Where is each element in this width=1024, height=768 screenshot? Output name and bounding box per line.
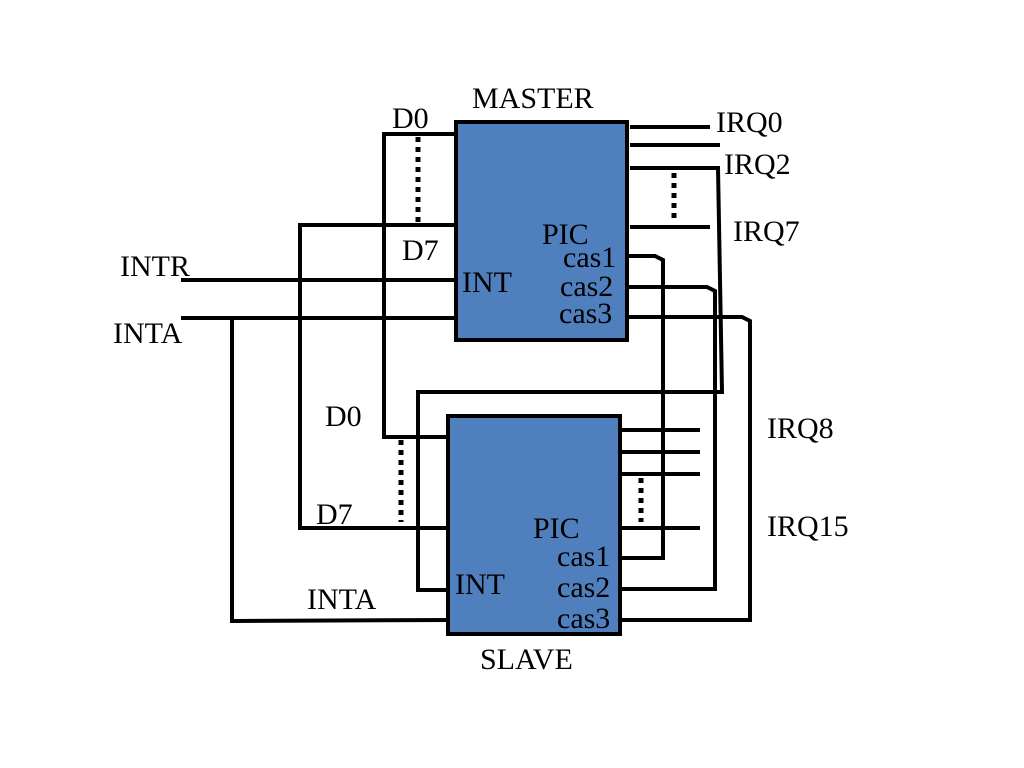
master-pic-box [454, 120, 629, 342]
d0-bus-wire [382, 132, 450, 439]
master-d7-label: D7 [402, 234, 439, 267]
slave-cas3-label: cas3 [557, 602, 610, 635]
inta-bus-wire [230, 316, 451, 624]
master-int-label: INT [462, 266, 512, 299]
cas1-wire [618, 254, 665, 560]
master-pic-label: PIC [542, 218, 589, 251]
inta-label: INTA [113, 317, 183, 350]
slave-pic-label: PIC [533, 512, 580, 545]
slave-title: SLAVE [480, 643, 573, 676]
irq8-label: IRQ8 [767, 412, 834, 445]
slave-pic-box [446, 414, 622, 636]
slave-int-label: INT [455, 568, 505, 601]
d7-bus-wire [298, 223, 450, 530]
slave-cas1-label: cas1 [557, 540, 610, 573]
cas3-wire [618, 315, 752, 622]
master-d0-label: D0 [392, 102, 429, 135]
slave-d0-label: D0 [325, 400, 362, 433]
irq2-label: IRQ2 [724, 148, 791, 181]
master-cas2-label: cas2 [560, 270, 613, 303]
slave-d7-label: D7 [316, 498, 353, 531]
intr-label: INTR [120, 250, 190, 283]
irq15-label: IRQ15 [767, 510, 849, 543]
slave-inta-label: INTA [307, 583, 377, 616]
irq2-to-slave-int-wire [416, 165, 725, 592]
slave-cas2-label: cas2 [557, 571, 610, 604]
irq0-label: IRQ0 [716, 106, 783, 139]
irq7-label: IRQ7 [733, 215, 800, 248]
master-title: MASTER [472, 82, 594, 115]
master-cas3-label: cas3 [559, 297, 612, 330]
cas2-wire [618, 285, 717, 591]
master-cas1-label: cas1 [563, 241, 616, 274]
